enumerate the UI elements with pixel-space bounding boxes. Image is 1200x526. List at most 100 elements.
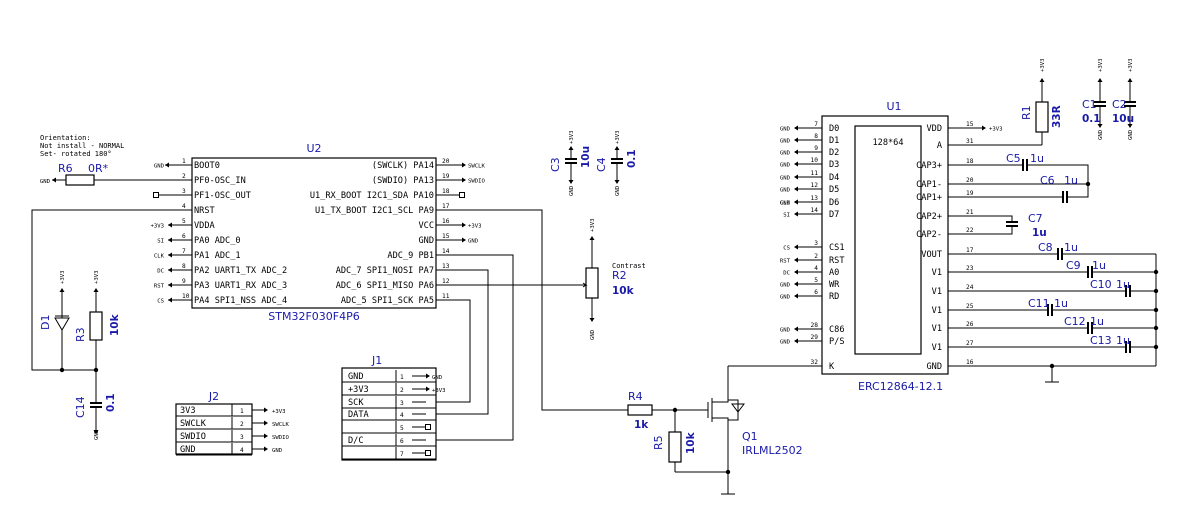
net-arrow-icon: [1127, 78, 1133, 82]
u1-pin-number: 24: [966, 284, 974, 291]
net-label: GND: [1128, 129, 1134, 140]
net-arrow-icon: [794, 269, 798, 275]
c3-value: 10u: [580, 146, 592, 168]
net-arrow-icon: [614, 146, 620, 150]
u2-pin-number: 14: [442, 248, 450, 255]
net-arrow-icon: [93, 288, 99, 292]
c1-ref: C1: [1082, 98, 1097, 111]
u2-pin-label: PF1-OSC_OUT: [194, 191, 251, 201]
j1-pin-label: +3V3: [348, 385, 369, 395]
u2-pin-label: (SWDIO) PA13: [372, 176, 434, 186]
j2-pin-number: 3: [240, 434, 244, 441]
net-label: RST: [154, 284, 165, 290]
c2-ref: C2: [1112, 98, 1127, 111]
net-arrow-icon: [794, 293, 798, 299]
net-arrow-icon: [59, 288, 65, 292]
net-label: +3V3: [60, 271, 66, 284]
no-connect-icon: [425, 450, 431, 456]
u2-pin-label: PA1 ADC_1: [194, 251, 241, 261]
net-label: +3V3: [1098, 59, 1104, 72]
j1-pin-label: D/C: [348, 436, 364, 446]
u2-pin-number: 19: [442, 173, 450, 180]
net-arrow-icon: [794, 149, 798, 155]
u1-pin-label: D4: [829, 173, 839, 183]
net-arrow-icon: [93, 430, 99, 434]
net-label: GND: [780, 139, 791, 145]
u1-pin-number: 4: [814, 265, 818, 272]
net-arrow-icon: [794, 257, 798, 263]
d1-ref: D1: [39, 315, 52, 330]
c10-ref: C10: [1090, 278, 1112, 291]
u1-pin-number: 7: [814, 121, 818, 128]
net-arrow-icon: [264, 407, 268, 413]
j1-pin-number: 4: [400, 412, 404, 419]
net-arrow-icon: [589, 318, 595, 322]
net-label: +3V3: [615, 131, 621, 144]
net-label: DC: [157, 269, 164, 275]
junction-dot: [1153, 344, 1159, 350]
junction-dot: [1153, 288, 1159, 294]
net-label: RST: [780, 259, 791, 265]
u1-pin-label: D7: [829, 210, 839, 220]
net-label: GND: [94, 429, 100, 440]
u2-body: [191, 157, 437, 309]
u2-pin-number: 16: [442, 218, 450, 225]
r2-ref: R2: [612, 269, 627, 282]
r6-ref: R6: [58, 162, 73, 175]
c7-ref: C7: [1028, 212, 1043, 225]
u1-pin-label: CAP3+: [916, 161, 942, 171]
q1-ref: Q1: [742, 430, 758, 443]
u1-pin-label: V1: [932, 306, 942, 316]
net-arrow-icon: [794, 174, 798, 180]
r4-value: 1k: [634, 419, 649, 431]
u2-pin-label: U1_TX_BOOT I2C1_SCL PA9: [315, 206, 434, 216]
u1-pin-label: A0: [829, 268, 839, 278]
net-arrow-icon: [794, 199, 798, 205]
u1-pin-number: 17: [966, 247, 974, 254]
j2-pin-label: GND: [180, 445, 196, 455]
net-arrow-icon: [264, 433, 268, 439]
j1-pin-number: 3: [400, 400, 404, 407]
net-label: CS: [783, 246, 790, 252]
net-arrow-icon: [568, 180, 574, 184]
net-arrow-icon: [462, 222, 466, 228]
c9-value: 1u: [1092, 259, 1106, 272]
u2-pin-number: 9: [182, 278, 186, 285]
u2-pin-label: BOOT0: [194, 161, 220, 171]
u2-pin-number: 10: [182, 293, 190, 300]
u1-display-area: [854, 125, 922, 355]
u1-pin-label: RST: [829, 256, 845, 266]
net-label: GND: [780, 201, 791, 207]
j1-pin-number: 1: [400, 374, 404, 381]
net-arrow-icon: [794, 161, 798, 167]
net-label: GND: [40, 179, 51, 185]
u2-pin-number: 1: [182, 158, 186, 165]
u2-pin-label: ADC_9 PB1: [387, 251, 434, 261]
r6-body: [65, 174, 95, 186]
u1-pin-label: P/S: [829, 337, 845, 347]
c1-value: 0.1: [1082, 113, 1101, 125]
u2-pin-number: 5: [182, 218, 186, 225]
c12-value: 1u: [1090, 315, 1104, 328]
r3-body: [89, 311, 103, 341]
u2-pin-number: 17: [442, 203, 450, 210]
u1-pin-label: CAP2+: [916, 212, 942, 222]
c8-value: 1u: [1064, 241, 1078, 254]
net-label: CS: [157, 299, 164, 305]
net-label: GND: [780, 151, 791, 157]
no-connect-icon: [153, 192, 159, 198]
u1-pin-number: 6: [814, 289, 818, 296]
r4-body: [627, 404, 653, 416]
net-label: SWDIO: [272, 435, 289, 441]
net-label: +3V3: [989, 127, 1002, 133]
u1-value: ERC12864-12.1: [858, 380, 943, 393]
net-label: CLK: [780, 201, 791, 207]
j1-pin-number: 2: [400, 387, 404, 394]
u1-pin-label: D6: [829, 198, 839, 208]
net-arrow-icon: [794, 338, 798, 344]
u1-pin-number: 25: [966, 303, 974, 310]
u1-ref: U1: [886, 100, 901, 113]
net-label: SWCLK: [468, 164, 485, 170]
u1-pin-number: 8: [814, 133, 818, 140]
c3-ref: C3: [549, 157, 562, 172]
